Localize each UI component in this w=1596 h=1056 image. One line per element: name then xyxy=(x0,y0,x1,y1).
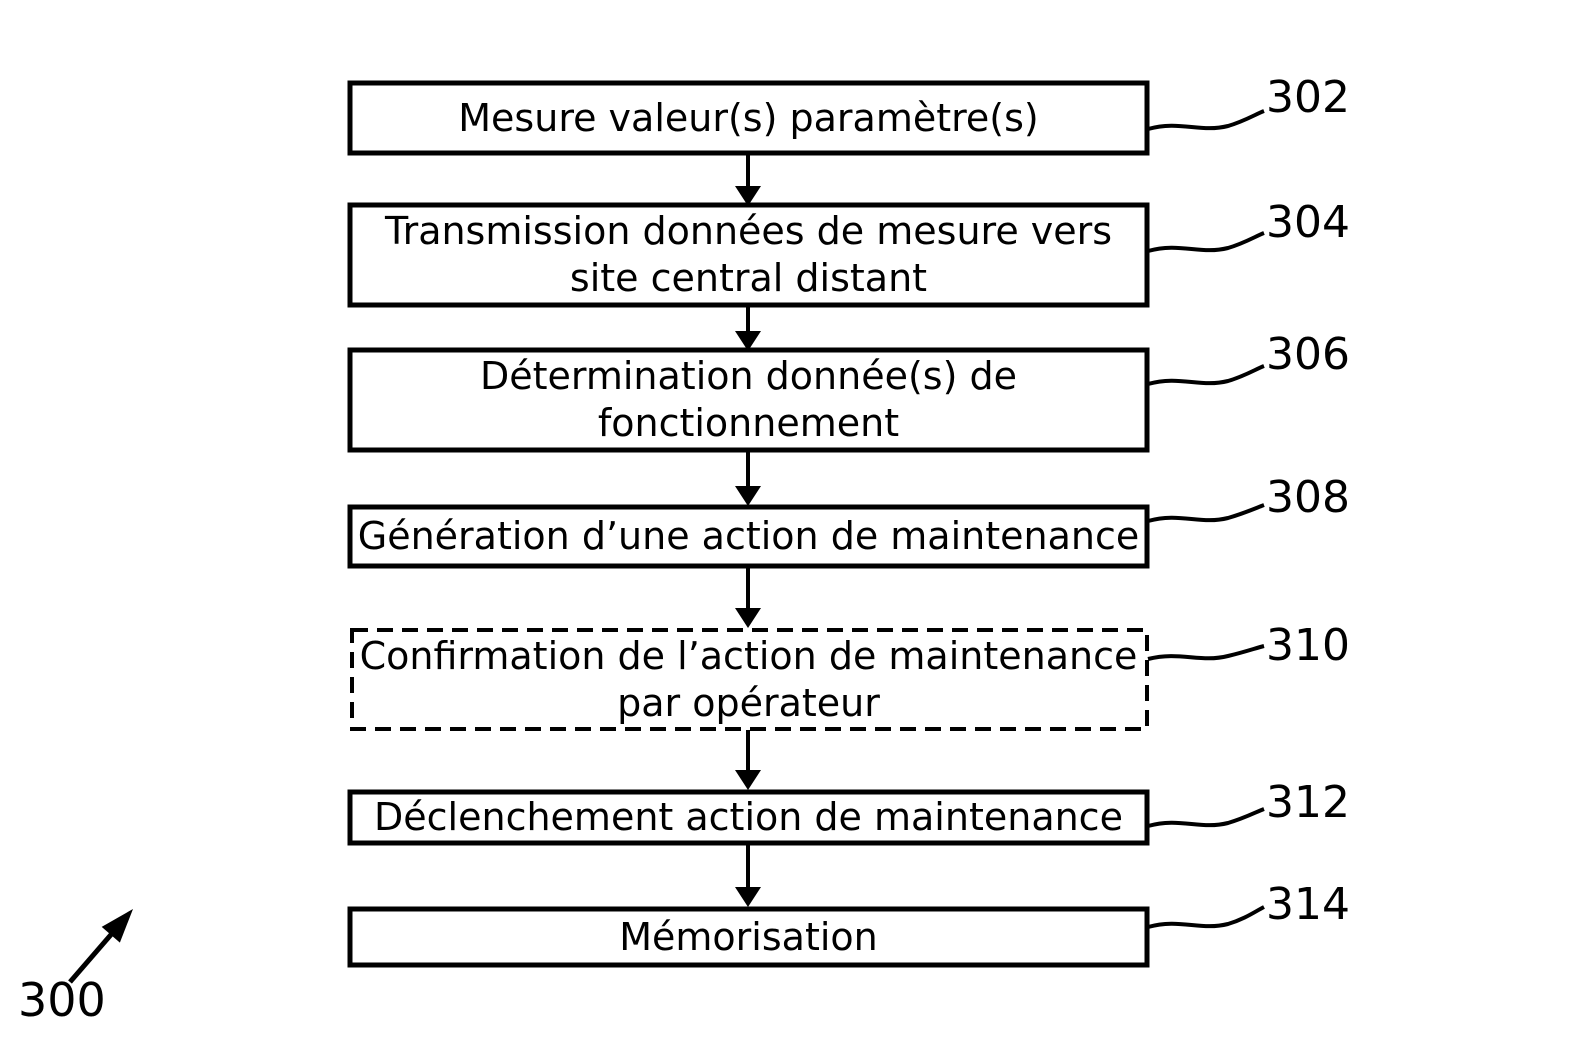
figure-number-arrow xyxy=(68,909,133,984)
reference-number-312: 312 xyxy=(1266,777,1350,828)
figure-number-label: 300 xyxy=(18,973,106,1027)
process-box-outline-306 xyxy=(347,347,1150,453)
flow-arrow-304-306 xyxy=(735,305,761,351)
process-box-outline-302 xyxy=(347,80,1150,156)
process-box-outline-312 xyxy=(347,789,1150,846)
reference-number-314: 314 xyxy=(1266,879,1350,930)
process-box-outline-314 xyxy=(347,906,1150,968)
reference-number-306: 306 xyxy=(1266,329,1350,380)
leader-line-312 xyxy=(1147,807,1265,828)
leader-line-314 xyxy=(1147,905,1265,929)
process-box-outline-310-dashed xyxy=(350,628,1149,731)
reference-number-308: 308 xyxy=(1266,472,1350,523)
leader-line-302 xyxy=(1147,109,1265,131)
flow-arrow-302-304 xyxy=(735,153,761,206)
leader-line-306 xyxy=(1147,364,1265,386)
leader-line-304 xyxy=(1147,231,1265,253)
process-box-outline-304 xyxy=(347,202,1150,308)
process-box-outline-308 xyxy=(347,504,1150,569)
flow-arrow-306-308 xyxy=(735,450,761,506)
reference-number-304: 304 xyxy=(1266,197,1350,248)
flow-arrow-312-314 xyxy=(735,843,761,907)
leader-line-310 xyxy=(1147,644,1265,661)
reference-number-302: 302 xyxy=(1266,72,1350,123)
flow-arrow-308-310 xyxy=(735,566,761,628)
leader-line-308 xyxy=(1147,503,1265,523)
flow-arrow-310-312 xyxy=(735,730,761,790)
reference-number-310: 310 xyxy=(1266,620,1350,671)
